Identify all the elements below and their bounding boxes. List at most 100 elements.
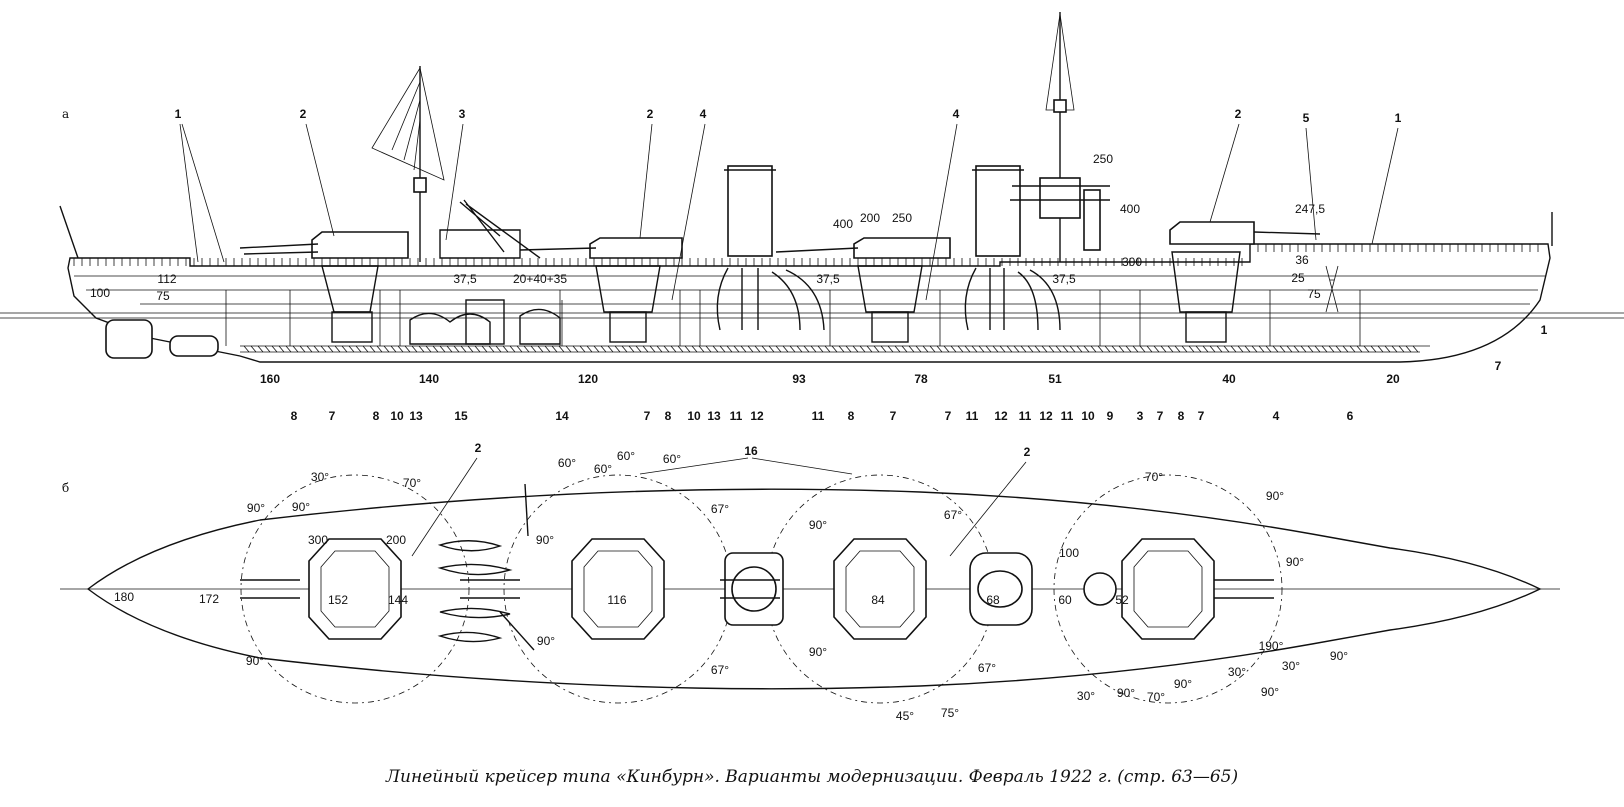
dimension-label: 90° <box>1261 685 1279 699</box>
dimension-label: 200 <box>860 211 880 225</box>
dimension-label: 36 <box>1295 253 1309 267</box>
callout-label: 9 <box>1107 409 1114 423</box>
dimension-label: 70° <box>403 476 421 490</box>
mast-plan <box>1083 572 1117 606</box>
callout-label: 12 <box>750 409 764 423</box>
dimension-label: 116 <box>607 593 626 607</box>
callout-label: 7 <box>890 409 897 423</box>
dimension-label: 112 <box>157 272 176 286</box>
dimension-label: 152 <box>328 593 348 607</box>
leader-lines <box>179 123 1399 557</box>
callout-label: 1 <box>1541 323 1548 337</box>
callout-label: 8 <box>848 409 855 423</box>
figure-caption: Линейный крейсер типа «Кинбурн». Вариант… <box>385 767 1239 787</box>
dimension-label: 67° <box>944 508 962 522</box>
callout-label: 11 <box>1019 409 1032 423</box>
callout-label: 16 <box>744 444 758 458</box>
callout-label: 6 <box>1347 409 1354 423</box>
turret-4 <box>1169 221 1321 343</box>
deck-outline <box>86 488 1542 690</box>
propeller-guard <box>105 319 153 359</box>
callout-label: 15 <box>454 409 468 423</box>
bow-jack-staff <box>59 205 79 259</box>
callout-label: 51 <box>1048 372 1062 386</box>
boats <box>437 540 513 643</box>
arc-turret-1 <box>240 474 470 704</box>
dimension-label: 300 <box>1122 255 1142 269</box>
callout-label: 11 <box>730 409 743 423</box>
turret-1 <box>239 231 409 343</box>
callout-label: 7 <box>1198 409 1205 423</box>
dimension-label: 67° <box>978 661 996 675</box>
callout-label: 10 <box>687 409 701 423</box>
dimension-label: 60° <box>594 462 612 476</box>
dimension-label: 90° <box>1330 649 1348 663</box>
callout-label: 7 <box>945 409 952 423</box>
dimension-label: 190° <box>1259 639 1284 653</box>
callout-label: 11 <box>966 409 979 423</box>
callout-label: 1 <box>175 107 182 121</box>
ship-drawing: 1232442511608781013140151412078101311129… <box>0 12 1624 723</box>
dimension-label: 75° <box>941 706 959 720</box>
callout-label: 4 <box>1273 409 1280 423</box>
arc-turret-4 <box>1053 474 1283 704</box>
callout-label: 8 <box>1178 409 1185 423</box>
dimension-label: 68 <box>986 593 1000 607</box>
view-label-side: а <box>62 107 69 121</box>
mainmast <box>1010 12 1110 262</box>
dimension-label: 60 <box>1058 593 1072 607</box>
plan-view <box>60 474 1560 704</box>
dimension-label: 30° <box>311 470 329 484</box>
dimension-label: 300 <box>308 533 328 547</box>
dimension-label: 20+40+35 <box>513 272 567 286</box>
forward-funnel <box>716 165 825 331</box>
turret-houses-plan <box>308 538 1215 640</box>
dimension-label: 172 <box>199 592 219 606</box>
dimension-label: 90° <box>1286 555 1304 569</box>
dimension-label: 70° <box>1145 470 1163 484</box>
dimension-label: 30° <box>1228 665 1246 679</box>
dimension-label: 90° <box>537 634 555 648</box>
callout-label: 12 <box>1039 409 1053 423</box>
dimension-label: 84 <box>871 593 885 607</box>
dimension-label: 90° <box>1266 489 1284 503</box>
callout-label: 8 <box>373 409 380 423</box>
deck-rail <box>73 244 1539 266</box>
callout-label: 2 <box>475 441 482 455</box>
dimension-label: 30° <box>1077 689 1095 703</box>
dimension-label: 90° <box>292 500 310 514</box>
callout-label: 4 <box>953 107 960 121</box>
dimension-label: 70° <box>1147 690 1165 704</box>
callout-label: 7 <box>644 409 651 423</box>
callout-label: 140 <box>419 372 439 386</box>
bulkheads <box>225 290 1361 346</box>
machinery <box>409 299 563 346</box>
dimension-label: 250 <box>892 211 912 225</box>
dimension-label: 90° <box>246 654 264 668</box>
dimension-label: 30° <box>1282 659 1300 673</box>
callout-label: 11 <box>1061 409 1074 423</box>
dimension-label: 67° <box>711 502 729 516</box>
callout-label: 10 <box>1081 409 1095 423</box>
callout-label: 78 <box>914 372 928 386</box>
callout-label: 120 <box>578 372 598 386</box>
callout-label: 3 <box>459 107 466 121</box>
callout-label: 7 <box>329 409 336 423</box>
callout-label: 7 <box>1157 409 1164 423</box>
dimension-label: 250 <box>1093 152 1113 166</box>
dimension-label: 90° <box>1117 686 1135 700</box>
dimension-label: 400 <box>1120 202 1140 216</box>
dimension-label: 52 <box>1115 593 1129 607</box>
callout-label: 20 <box>1386 372 1400 386</box>
callout-label: 10 <box>390 409 404 423</box>
dimension-label: 45° <box>896 709 914 723</box>
callout-label: 11 <box>812 409 825 423</box>
dimension-label: 200 <box>386 533 406 547</box>
dimension-label: 67° <box>711 663 729 677</box>
callout-label: 40 <box>1222 372 1236 386</box>
dimension-label: 247,5 <box>1295 202 1325 216</box>
turret-3 <box>775 237 951 343</box>
double-bottom-hatch <box>243 345 1419 353</box>
callout-label: 2 <box>647 107 654 121</box>
